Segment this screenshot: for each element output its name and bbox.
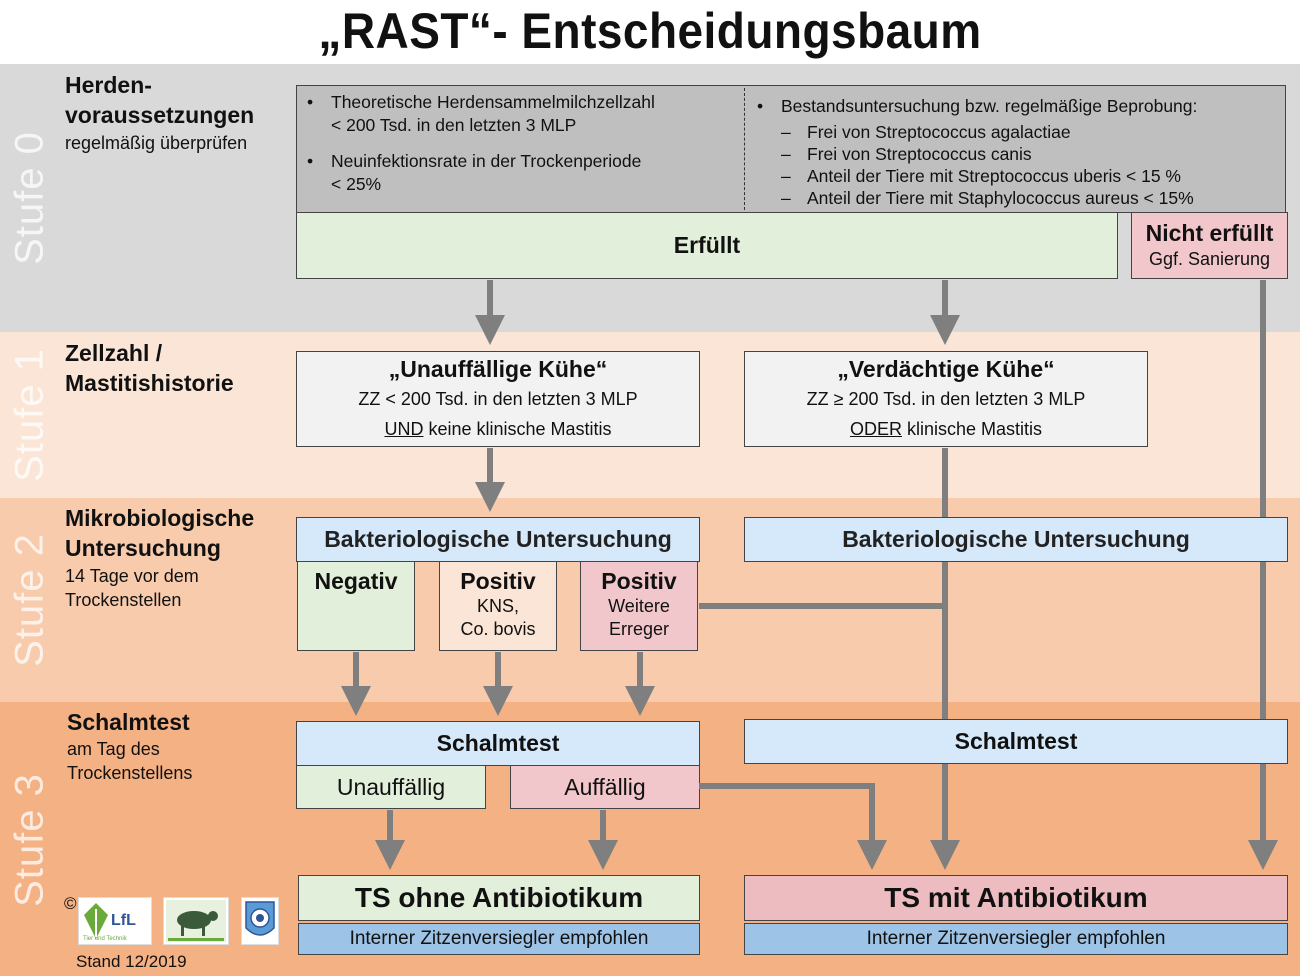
bacteriology-box-left: Bakteriologische Untersuchung bbox=[296, 517, 700, 562]
bacteriology-label: Bakteriologische Untersuchung bbox=[324, 526, 672, 552]
teat-sealant-box-left: Interner Zitzenversiegler empfohlen bbox=[298, 923, 700, 955]
dry-off-with-antibiotic-box: TS mit Antibiotikum bbox=[744, 875, 1288, 921]
suspicious-cows-criteria: ZZ ≥ 200 Tsd. in den letzten 3 MLP bbox=[806, 389, 1086, 409]
requirement-bullet: • bbox=[307, 151, 314, 171]
teat-sealant-label: Interner Zitzenversiegler empfohlen bbox=[349, 928, 649, 949]
requirement-dash: – bbox=[781, 122, 791, 142]
requirement-new-infection-rate: Neuinfektionsrate in der Trockenperiode … bbox=[331, 151, 642, 194]
teat-sealant-box-right: Interner Zitzenversiegler empfohlen bbox=[744, 923, 1288, 955]
unremarkable-cows-criteria: ZZ < 200 Tsd. in den letzten 3 MLP bbox=[358, 389, 638, 409]
fulfilled-label: Erfüllt bbox=[673, 232, 741, 258]
lfl-logo-subtext: Tier und Technik bbox=[83, 936, 127, 942]
suspicious-cows-condition: ODER klinische Mastitis bbox=[850, 414, 1042, 444]
unremarkable-cows-title: „Unauffällige Kühe“ bbox=[388, 356, 608, 382]
dry-off-without-antibiotic-box: TS ohne Antibiotikum bbox=[298, 875, 700, 921]
schalm-unremarkable-box: Unauffällig bbox=[296, 765, 486, 809]
not-fulfilled-label: Nicht erfüllt bbox=[1145, 220, 1274, 246]
positive-kns-detail: KNS, Co. bovis bbox=[460, 596, 536, 639]
stage-1-heading: Zellzahl / Mastitishistorie bbox=[65, 340, 234, 396]
cattle-clinic-logo bbox=[163, 897, 229, 945]
requirement-dash: – bbox=[781, 144, 791, 164]
stage-2-label: Stufe 2 bbox=[7, 533, 52, 667]
version-stamp: Stand 12/2019 bbox=[76, 952, 187, 971]
requirement-dash: – bbox=[781, 166, 791, 186]
stage-0-label: Stufe 0 bbox=[7, 131, 52, 265]
stage-3-label: Stufe 3 bbox=[7, 773, 52, 907]
or-keyword: ODER bbox=[849, 419, 902, 439]
unremarkable-cows-condition: UND keine klinische Mastitis bbox=[384, 414, 611, 444]
suspicious-cows-condition-text: klinische Mastitis bbox=[901, 419, 1043, 439]
suspicious-cows-title: „Verdächtige Kühe“ bbox=[837, 356, 1055, 382]
requirement-herd-sampling: Bestandsuntersuchung bzw. regelmäßige Be… bbox=[781, 96, 1198, 116]
teat-sealant-label: Interner Zitzenversiegler empfohlen bbox=[866, 928, 1166, 949]
lfl-leaf-icon bbox=[84, 903, 108, 939]
schalm-test-box-left: Schalmtest bbox=[296, 721, 700, 766]
unremarkable-cows-condition-text: keine klinische Mastitis bbox=[423, 419, 612, 439]
schalm-remarkable-label: Auffällig bbox=[564, 773, 646, 800]
unremarkable-cows-box: „Unauffällige Kühe“ ZZ < 200 Tsd. in den… bbox=[296, 351, 700, 447]
stage-3-subheading: am Tag des Trockenstellens bbox=[67, 739, 193, 783]
bacteriology-label: Bakteriologische Untersuchung bbox=[842, 526, 1190, 552]
requirement-dash: – bbox=[781, 188, 791, 208]
requirement-item: Anteil der Tiere mit Staphylococcus aure… bbox=[807, 188, 1194, 208]
lfl-logo: LfL Tier und Technik bbox=[78, 897, 152, 945]
university-seal-logo bbox=[241, 897, 279, 945]
stage-2-subheading: 14 Tage vor dem Trockenstellen bbox=[65, 566, 199, 610]
schalm-test-label: Schalmtest bbox=[954, 728, 1078, 754]
stage-3-heading: Schalmtest bbox=[67, 709, 190, 735]
positive-label: Positiv bbox=[601, 568, 677, 594]
requirement-bullet: • bbox=[307, 92, 314, 112]
cow-icon bbox=[166, 900, 226, 942]
lfl-logo-text: LfL bbox=[111, 912, 136, 929]
requirements-divider bbox=[744, 88, 745, 210]
suspicious-cows-box: „Verdächtige Kühe“ ZZ ≥ 200 Tsd. in den … bbox=[744, 351, 1148, 447]
schalm-remarkable-box: Auffällig bbox=[510, 765, 700, 809]
schalm-test-box-right: Schalmtest bbox=[744, 719, 1288, 764]
schalm-unremarkable-label: Unauffällig bbox=[336, 773, 446, 800]
seal-icon bbox=[245, 901, 275, 936]
positive-label: Positiv bbox=[460, 568, 536, 594]
bacteriology-box-right: Bakteriologische Untersuchung bbox=[744, 517, 1288, 562]
stage-0-heading: Herden- voraussetzungen bbox=[65, 72, 255, 128]
stage-1-label: Stufe 1 bbox=[7, 348, 52, 482]
stage-0-subheading: regelmäßig überprüfen bbox=[65, 133, 248, 153]
requirement-cell-count: Theoretische Herdensammelmilchzellzahl <… bbox=[331, 92, 655, 135]
requirement-bullet: • bbox=[757, 96, 764, 116]
not-fulfilled-box: Nicht erfüllt Ggf. Sanierung bbox=[1131, 212, 1288, 279]
copyright-symbol: © bbox=[64, 894, 77, 913]
not-fulfilled-sublabel: Ggf. Sanierung bbox=[1148, 249, 1271, 269]
requirement-item: Frei von Streptococcus agalactiae bbox=[807, 122, 1071, 142]
fulfilled-box: Erfüllt bbox=[296, 212, 1118, 279]
positive-other-pathogens-box: Positiv Weitere Erreger bbox=[580, 561, 698, 651]
positive-kns-box: Positiv KNS, Co. bovis bbox=[439, 561, 557, 651]
and-keyword: UND bbox=[384, 419, 424, 439]
schalm-test-label: Schalmtest bbox=[436, 730, 560, 756]
positive-other-detail: Weitere Erreger bbox=[608, 596, 670, 639]
requirement-item: Anteil der Tiere mit Streptococcus uberi… bbox=[807, 166, 1181, 186]
negative-label: Negativ bbox=[314, 568, 398, 594]
stage-2-heading: Mikrobiologische Untersuchung bbox=[65, 505, 255, 561]
page-title: „RAST“- Entscheidungsbaum bbox=[318, 3, 982, 59]
dry-off-with-antibiotic-label: TS mit Antibiotikum bbox=[884, 882, 1148, 913]
negative-result-box: Negativ bbox=[297, 561, 415, 651]
herd-requirements-box: • Theoretische Herdensammelmilchzellzahl… bbox=[296, 85, 1286, 213]
requirement-item: Frei von Streptococcus canis bbox=[807, 144, 1032, 164]
dry-off-without-antibiotic-label: TS ohne Antibiotikum bbox=[354, 882, 644, 913]
